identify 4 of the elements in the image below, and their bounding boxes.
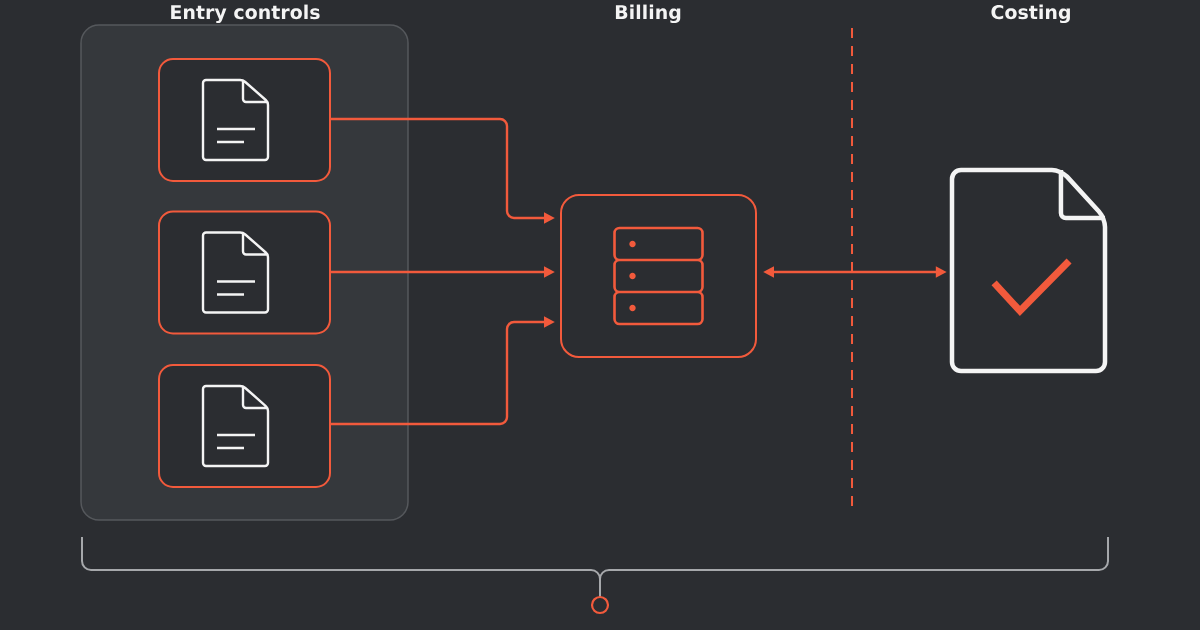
column-heading: Entry controls (171, 4, 320, 24)
column-heading: Costing (991, 4, 1070, 24)
column-heading: Billing (615, 4, 681, 24)
document-check-icon (949, 167, 1108, 374)
